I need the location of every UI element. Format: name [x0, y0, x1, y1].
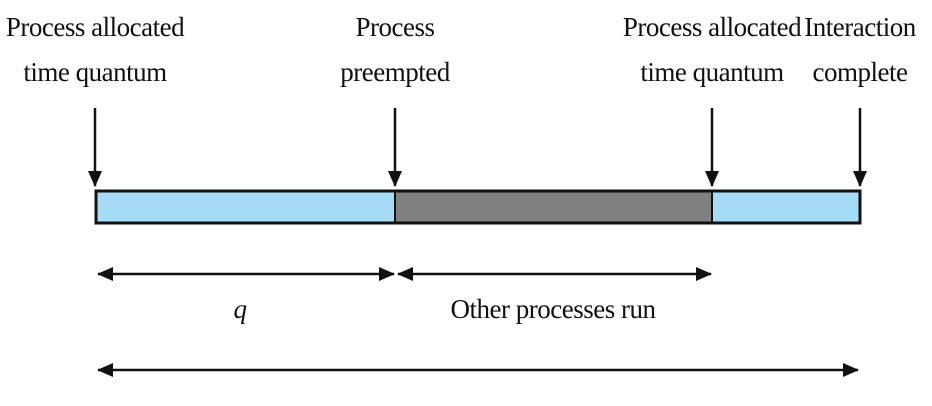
timeline-segment-other-processes: [395, 191, 712, 223]
quantum-span-label: q: [234, 294, 247, 324]
event-label-line-1: Process allocated: [623, 12, 802, 42]
event-label-line-2: time quantum: [640, 57, 784, 87]
event-label-line-1: Interaction: [804, 12, 916, 42]
event-label-process-allocated-2: Process allocated time quantum: [623, 12, 803, 87]
event-label-process-preempted: Process preempted: [340, 12, 451, 87]
event-label-process-allocated-1: Process allocated time quantum: [6, 12, 186, 87]
event-label-interaction-complete: Interaction complete: [804, 12, 917, 87]
event-label-line-1: Process: [356, 12, 435, 42]
other-processes-span-label: Other processes run: [451, 294, 657, 324]
timeline-segment-process-running-2: [712, 191, 860, 223]
timeline-segment-process-running-1: [96, 191, 395, 223]
event-label-line-2: preempted: [340, 57, 450, 87]
event-label-line-1: Process allocated: [6, 12, 185, 42]
timeline-bar-outline: [94, 189, 862, 225]
event-label-line-2: complete: [813, 57, 908, 87]
event-label-line-2: time quantum: [23, 57, 167, 87]
